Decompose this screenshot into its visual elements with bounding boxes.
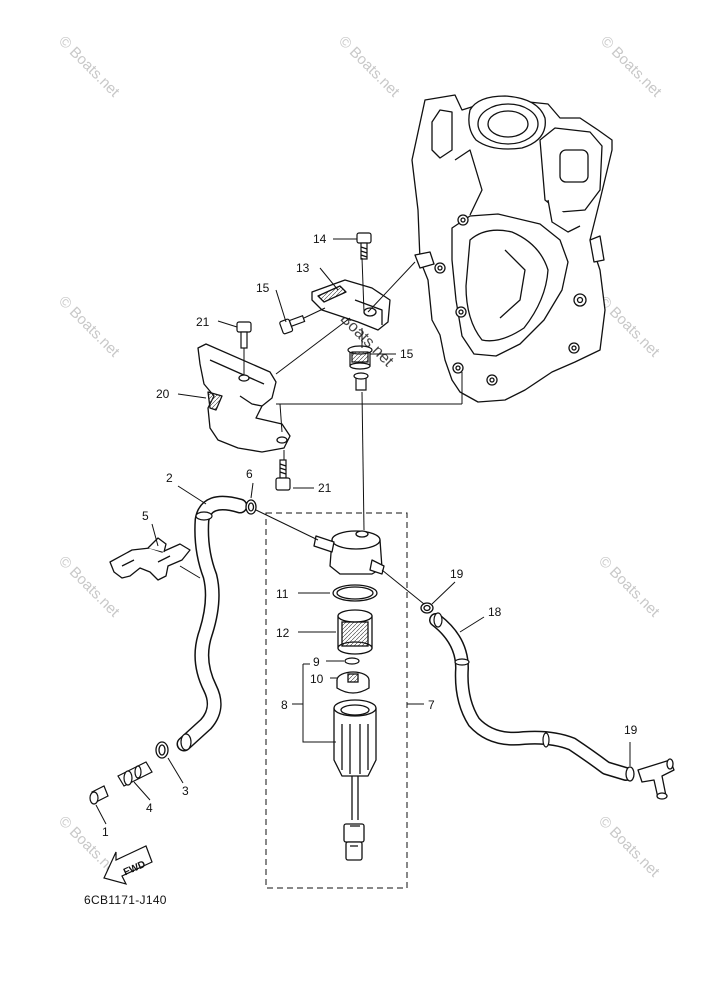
callout-21: 21 [318, 481, 332, 495]
callout-9: 9 [313, 655, 320, 669]
clamp-6 [245, 499, 257, 515]
callout-20: 20 [156, 387, 170, 401]
callout-19: 19 [450, 567, 464, 581]
watermark: © Boats.net [55, 293, 123, 361]
bolt-17 [279, 315, 306, 335]
float-10 [336, 671, 370, 694]
watermark: © Boats.net [597, 33, 665, 101]
hose-18 [429, 612, 633, 781]
bolt-21-lower [275, 459, 291, 491]
fwd-arrow: FWD [103, 845, 153, 885]
ring-9 [344, 657, 360, 665]
callout-6: 6 [246, 467, 253, 481]
bolt-21-upper [236, 321, 252, 349]
watermark: © Boats.net [335, 33, 403, 101]
watermark: © Boats.net [595, 293, 663, 361]
bolt-14 [356, 232, 372, 260]
callout-5: 5 [142, 509, 149, 523]
part-code: 6CB1171-J140 [84, 893, 167, 907]
callouts: 14 13 15 21 15 20 6 21 2 5 19 11 18 12 9… [102, 232, 638, 839]
callout-19: 19 [624, 723, 638, 737]
clamp-19-lower [625, 766, 635, 782]
filter-cup-8 [333, 699, 377, 861]
t-joint [637, 758, 675, 800]
callout-12: 12 [276, 626, 290, 640]
watermark: © Boats.net [595, 553, 663, 621]
callout-1: 1 [102, 825, 109, 839]
leader-lines [95, 238, 631, 825]
callout-13: 13 [296, 261, 310, 275]
watermark: © Boats.net [55, 33, 123, 101]
cap-1 [89, 785, 109, 805]
callout-11: 11 [276, 587, 289, 601]
grommet-15 [347, 345, 373, 391]
o-ring-11 [332, 584, 378, 602]
callout-3: 3 [182, 784, 189, 798]
hose-2 [176, 495, 248, 752]
callout-8: 8 [281, 698, 288, 712]
clamp-19-upper [420, 602, 434, 614]
callout-14: 14 [313, 232, 327, 246]
fitting-4 [117, 761, 153, 787]
filter-head [313, 530, 385, 575]
callout-17: 15 [256, 281, 270, 295]
callout-21: 21 [196, 315, 210, 329]
callout-7: 7 [428, 698, 435, 712]
callout-10: 10 [310, 672, 324, 686]
callout-15: 15 [400, 347, 414, 361]
filter-element-12 [337, 609, 373, 655]
watermark: © Boats.net [595, 813, 663, 881]
bracket-20 [197, 343, 291, 453]
holder-5 [109, 537, 191, 581]
callout-2: 2 [166, 471, 173, 485]
callout-4: 4 [146, 801, 153, 815]
assembly-box-7 [265, 512, 408, 889]
engine-block [411, 94, 613, 403]
joint-3 [155, 741, 169, 759]
callout-18: 18 [488, 605, 502, 619]
